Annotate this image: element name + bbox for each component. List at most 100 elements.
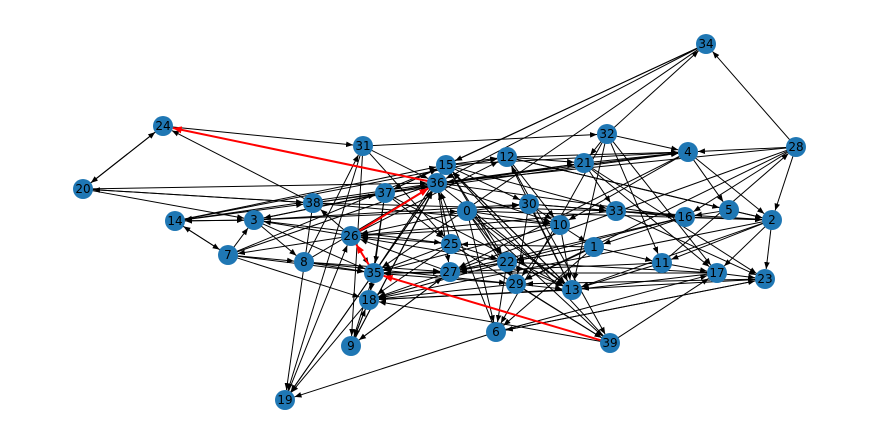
graph-node-18: 18 [359, 290, 379, 310]
node-circle [375, 183, 395, 203]
highlighted-edge-35-26 [355, 243, 372, 269]
edge-25-26 [360, 234, 446, 245]
node-circle [696, 34, 716, 54]
node-circle [436, 155, 456, 175]
node-label: 8 [300, 255, 308, 269]
graph-node-32: 32 [597, 124, 617, 144]
edge-36-4 [442, 151, 679, 183]
graph-node-37: 37 [375, 183, 395, 203]
edge-37-13 [390, 195, 564, 286]
edge-26-38 [320, 209, 347, 233]
graph-node-11: 11 [652, 253, 672, 273]
node-label: 34 [698, 37, 713, 51]
edge-18-19 [291, 304, 366, 393]
node-circle [719, 200, 739, 220]
graph-node-7: 7 [218, 245, 238, 265]
node-circle [786, 137, 806, 157]
edge-20-3 [88, 189, 245, 220]
edge-27-18 [378, 273, 445, 298]
node-label: 7 [224, 248, 232, 262]
node-circle [275, 390, 295, 410]
node-circle [440, 262, 460, 282]
node-label: 23 [757, 272, 772, 286]
node-label: 5 [725, 203, 733, 217]
edge-32-34 [611, 50, 699, 131]
graph-node-29: 29 [506, 274, 526, 294]
node-circle [218, 245, 238, 265]
node-circle [652, 253, 672, 273]
edge-1-11 [599, 247, 653, 262]
edge-7-18 [233, 256, 360, 298]
edge-2-23 [764, 225, 772, 270]
edge-4-27 [458, 154, 683, 268]
node-label: 12 [499, 150, 514, 164]
edge-10-1 [564, 227, 586, 242]
edge-12-4 [512, 149, 679, 158]
edge-7-15 [233, 168, 437, 254]
node-label: 13 [564, 283, 579, 297]
edge-1-6 [503, 250, 590, 326]
node-circle [364, 263, 384, 283]
edge-15-12 [451, 156, 498, 165]
edge-12-39 [509, 162, 606, 335]
edge-25-39 [455, 246, 602, 339]
edge-0-30 [472, 203, 520, 211]
edge-34-35 [381, 46, 702, 268]
graph-node-0: 0 [457, 201, 477, 221]
edge-17-22 [516, 260, 712, 274]
node-circle [353, 136, 373, 156]
edge-0-22 [470, 215, 502, 255]
node-label: 30 [521, 197, 536, 211]
graph-node-39: 39 [600, 333, 620, 353]
node-circle [675, 207, 695, 227]
graph-node-17: 17 [707, 263, 727, 283]
edge-15-4 [451, 150, 679, 166]
edge-1-25 [460, 241, 589, 248]
node-label: 33 [608, 204, 623, 218]
edge-8-31 [306, 154, 359, 257]
node-circle [600, 333, 620, 353]
node-circle [762, 210, 782, 230]
node-circle [165, 211, 185, 231]
edge-20-24 [87, 131, 156, 186]
node-label: 32 [599, 127, 614, 141]
edge-22-27 [459, 262, 502, 272]
graph-node-33: 33 [606, 201, 626, 221]
edge-9-27 [355, 277, 443, 343]
node-circle [506, 274, 526, 294]
node-label: 28 [788, 140, 803, 154]
node-label: 6 [492, 325, 500, 339]
node-circle [427, 173, 447, 193]
node-label: 1 [590, 240, 598, 254]
node-circle [755, 269, 775, 289]
edge-33-23 [621, 213, 757, 276]
edge-36-10 [442, 184, 551, 223]
edge-2-11 [671, 221, 767, 260]
edge-16-27 [459, 217, 680, 271]
highlighted-edge-39-35 [383, 274, 605, 343]
edge-38-24 [171, 130, 308, 201]
node-circle [597, 124, 617, 144]
node-label: 0 [463, 204, 471, 218]
edge-28-2 [774, 152, 795, 211]
graph-node-14: 14 [165, 211, 185, 231]
edge-4-10 [568, 154, 684, 221]
node-circle [574, 153, 594, 173]
node-label: 16 [677, 210, 692, 224]
edge-4-2 [692, 155, 765, 215]
node-circle [341, 336, 361, 356]
node-circle [562, 280, 582, 300]
edge-24-31 [168, 126, 354, 148]
node-circle [497, 252, 517, 272]
edge-34-36 [445, 46, 701, 179]
edge-26-7 [237, 236, 346, 256]
node-label: 38 [305, 196, 320, 210]
edge-31-25 [366, 150, 445, 237]
edge-2-17 [723, 223, 769, 267]
edge-19-36 [288, 190, 432, 396]
node-label: 27 [442, 265, 457, 279]
edge-15-33 [451, 166, 607, 210]
edge-16-1 [603, 218, 680, 245]
edge-36-3 [263, 183, 432, 220]
graph-node-21: 21 [574, 153, 594, 173]
